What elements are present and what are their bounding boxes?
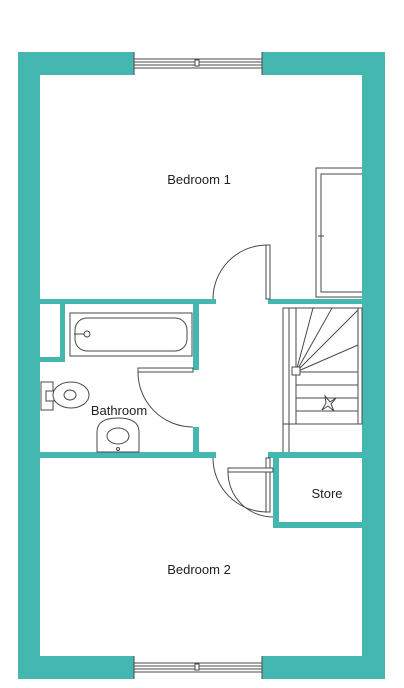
outer-wall-left (18, 52, 40, 679)
outer-walls (18, 52, 385, 679)
room-label-bathroom: Bathroom (91, 403, 147, 418)
wall-bedroom1-bathroom (40, 299, 216, 304)
window-top (133, 52, 263, 75)
wall-bathroom-landing-upper (193, 304, 199, 370)
internal-walls (40, 299, 362, 528)
window-bottom (133, 656, 263, 679)
wall-bathroom-bedroom2 (40, 452, 216, 458)
wall-store-bottom (273, 522, 362, 528)
room-label-store: Store (311, 486, 342, 501)
wall-cupboard-bottom (40, 357, 65, 362)
door-store (227, 467, 274, 518)
door-bathroom (137, 367, 194, 428)
door-bedroom1 (212, 244, 271, 300)
room-label-bedroom-2: Bedroom 2 (167, 562, 231, 577)
wall-bedroom1-stair (268, 299, 362, 304)
wall-store-side (273, 458, 279, 528)
wall-landing-store (268, 452, 362, 458)
wall-bathroom-landing-lower (193, 427, 199, 453)
outer-wall-right (362, 52, 385, 679)
wall-cupboard-side (60, 304, 65, 362)
toilet (40, 381, 90, 411)
wardrobe (315, 167, 362, 298)
room-label-bedroom-1: Bedroom 1 (167, 172, 231, 187)
bath (69, 312, 193, 357)
door-bedroom2 (212, 457, 271, 513)
staircase (282, 307, 363, 452)
basin (96, 417, 140, 453)
